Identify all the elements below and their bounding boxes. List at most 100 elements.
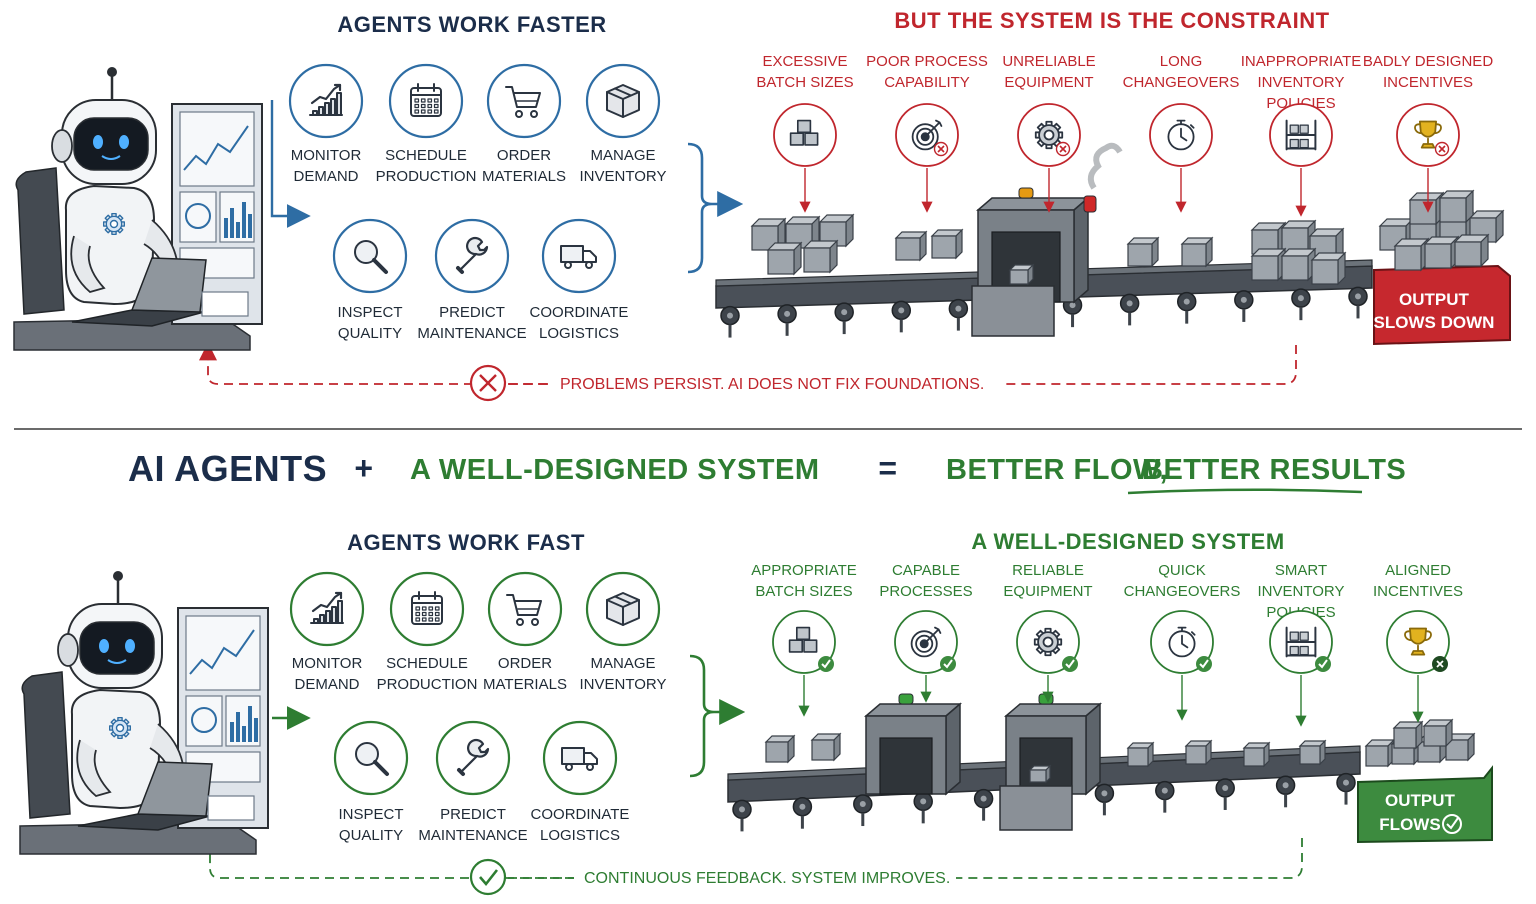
- bottom-system-title: A WELL-DESIGNED SYSTEM: [971, 529, 1284, 554]
- equation: AI AGENTS + A WELL-DESIGNED SYSTEM = BET…: [128, 448, 1406, 495]
- item-label-line: EQUIPMENT: [1004, 74, 1093, 91]
- bottom-agents-title: AGENTS WORK FAST: [347, 530, 585, 555]
- task-circle: [388, 63, 464, 139]
- trophy-icon: [1404, 627, 1432, 656]
- task-label-line2: LOGISTICS: [539, 325, 619, 342]
- shelves-icon: [1285, 626, 1317, 658]
- check-badge-icon: [1196, 656, 1212, 672]
- bottom-conveyor: [727, 693, 1476, 832]
- item-label-line: EQUIPMENT: [1003, 583, 1092, 600]
- task-label-line1: INSPECT: [338, 806, 403, 823]
- equation-equals: =: [878, 450, 897, 486]
- task-label-line2: MAINTENANCE: [418, 827, 527, 844]
- top-feedback-loop: PROBLEMS PERSIST. AI DOES NOT FIX FOUNDA…: [199, 342, 1297, 402]
- gear-icon: [109, 717, 131, 739]
- wrench-icon: [457, 738, 490, 776]
- task-label-line1: COORDINATE: [530, 304, 629, 321]
- equation-part-system: A WELL-DESIGNED SYSTEM: [410, 454, 820, 486]
- chart-icon: [310, 591, 344, 624]
- bottom-robot-workstation: [19, 571, 269, 855]
- item-label-line: EXCESSIVE: [762, 53, 847, 70]
- shelves-icon: [1285, 119, 1317, 151]
- top-feedback-text: PROBLEMS PERSIST. AI DOES NOT FIX FOUNDA…: [560, 376, 984, 393]
- target-icon: [911, 119, 943, 151]
- task-label-line1: MONITOR: [292, 655, 363, 672]
- equation-result-flow: BETTER FLOW,: [946, 454, 1168, 486]
- bottom-bracket: [689, 654, 715, 778]
- blocks-icon: [789, 119, 819, 146]
- top-robot-arrow: [270, 100, 311, 228]
- item-label-line: INCENTIVES: [1373, 583, 1463, 600]
- task-label-line2: PRODUCTION: [376, 168, 477, 185]
- alarm-light-icon: [1083, 195, 1097, 213]
- solution-aligned: ALIGNED INCENTIVES: [1373, 562, 1463, 723]
- task-label-line2: QUALITY: [339, 827, 403, 844]
- top-task-coordinate: COORDINATE LOGISTICS: [530, 218, 629, 342]
- task-label-line2: MAINTENANCE: [417, 325, 526, 342]
- top-task-manage: MANAGE INVENTORY: [580, 63, 667, 185]
- output-flows-line2: FLOWS: [1379, 815, 1440, 834]
- output-slows-line1: OUTPUT: [1399, 290, 1470, 309]
- status-light-icon: [1018, 187, 1034, 199]
- task-label-line1: SCHEDULE: [385, 147, 467, 164]
- task-label-line1: ORDER: [497, 147, 551, 164]
- x-badge-icon: [1432, 656, 1448, 672]
- item-label-line: ALIGNED: [1385, 562, 1451, 579]
- task-circle: [389, 571, 465, 647]
- box-icon: [606, 84, 640, 118]
- item-label-line: INVENTORY: [1258, 583, 1345, 600]
- gear-icon: [1034, 120, 1064, 150]
- cart-icon: [506, 594, 542, 626]
- item-label-line: RELIABLE: [1012, 562, 1084, 579]
- item-label-line: CAPABILITY: [884, 74, 970, 91]
- task-label-line2: QUALITY: [338, 325, 402, 342]
- top-constraint-title: BUT THE SYSTEM IS THE CONSTRAINT: [894, 8, 1329, 33]
- x-badge-icon: [1055, 141, 1071, 157]
- x-badge-icon: [1434, 141, 1450, 157]
- task-label-line1: COORDINATE: [531, 806, 630, 823]
- task-circle: [434, 218, 510, 294]
- item-label-line: LONG: [1160, 53, 1203, 70]
- parts-bin: [999, 785, 1073, 831]
- item-label-line: QUICK: [1158, 562, 1206, 579]
- item-label-line: PROCESSES: [879, 583, 972, 600]
- task-label-line2: LOGISTICS: [540, 827, 620, 844]
- status-light-icon: [898, 693, 914, 705]
- cart-icon: [505, 86, 541, 118]
- solution-reliable: RELIABLE EQUIPMENT: [1003, 562, 1093, 703]
- check-circle-icon: [469, 858, 507, 896]
- task-label-line2: INVENTORY: [580, 168, 667, 185]
- task-label-line1: MANAGE: [590, 147, 655, 164]
- output-slows-line2: SLOWS DOWN: [1374, 313, 1495, 332]
- item-label-line: INCENTIVES: [1383, 74, 1473, 91]
- stopwatch-icon: [1167, 119, 1195, 151]
- top-agents-title: AGENTS WORK FASTER: [337, 12, 606, 37]
- task-label-line1: INSPECT: [337, 304, 402, 321]
- equation-part-ai-agents: AI AGENTS: [128, 448, 327, 489]
- equation-result-results: BETTER RESULTS: [1142, 454, 1406, 486]
- scrap-bin: [971, 285, 1055, 337]
- calendar-icon: [410, 83, 442, 117]
- item-label-line: BATCH SIZES: [756, 74, 853, 91]
- output-slows-box: OUTPUT SLOWS DOWN: [1373, 264, 1511, 346]
- task-label-line2: INVENTORY: [580, 676, 667, 693]
- item-label-line: BADLY DESIGNED: [1363, 53, 1493, 70]
- laptop: [130, 257, 207, 313]
- gear-icon: [103, 213, 125, 235]
- bottom-feedback-loop: CONTINUOUS FEEDBACK. SYSTEM IMPROVES.: [201, 836, 1303, 896]
- truck-icon: [560, 245, 597, 269]
- top-robot-workstation: [13, 67, 263, 351]
- task-label-line2: MATERIALS: [483, 676, 567, 693]
- task-label-line2: PRODUCTION: [377, 676, 478, 693]
- status-light-icon: [1038, 693, 1054, 705]
